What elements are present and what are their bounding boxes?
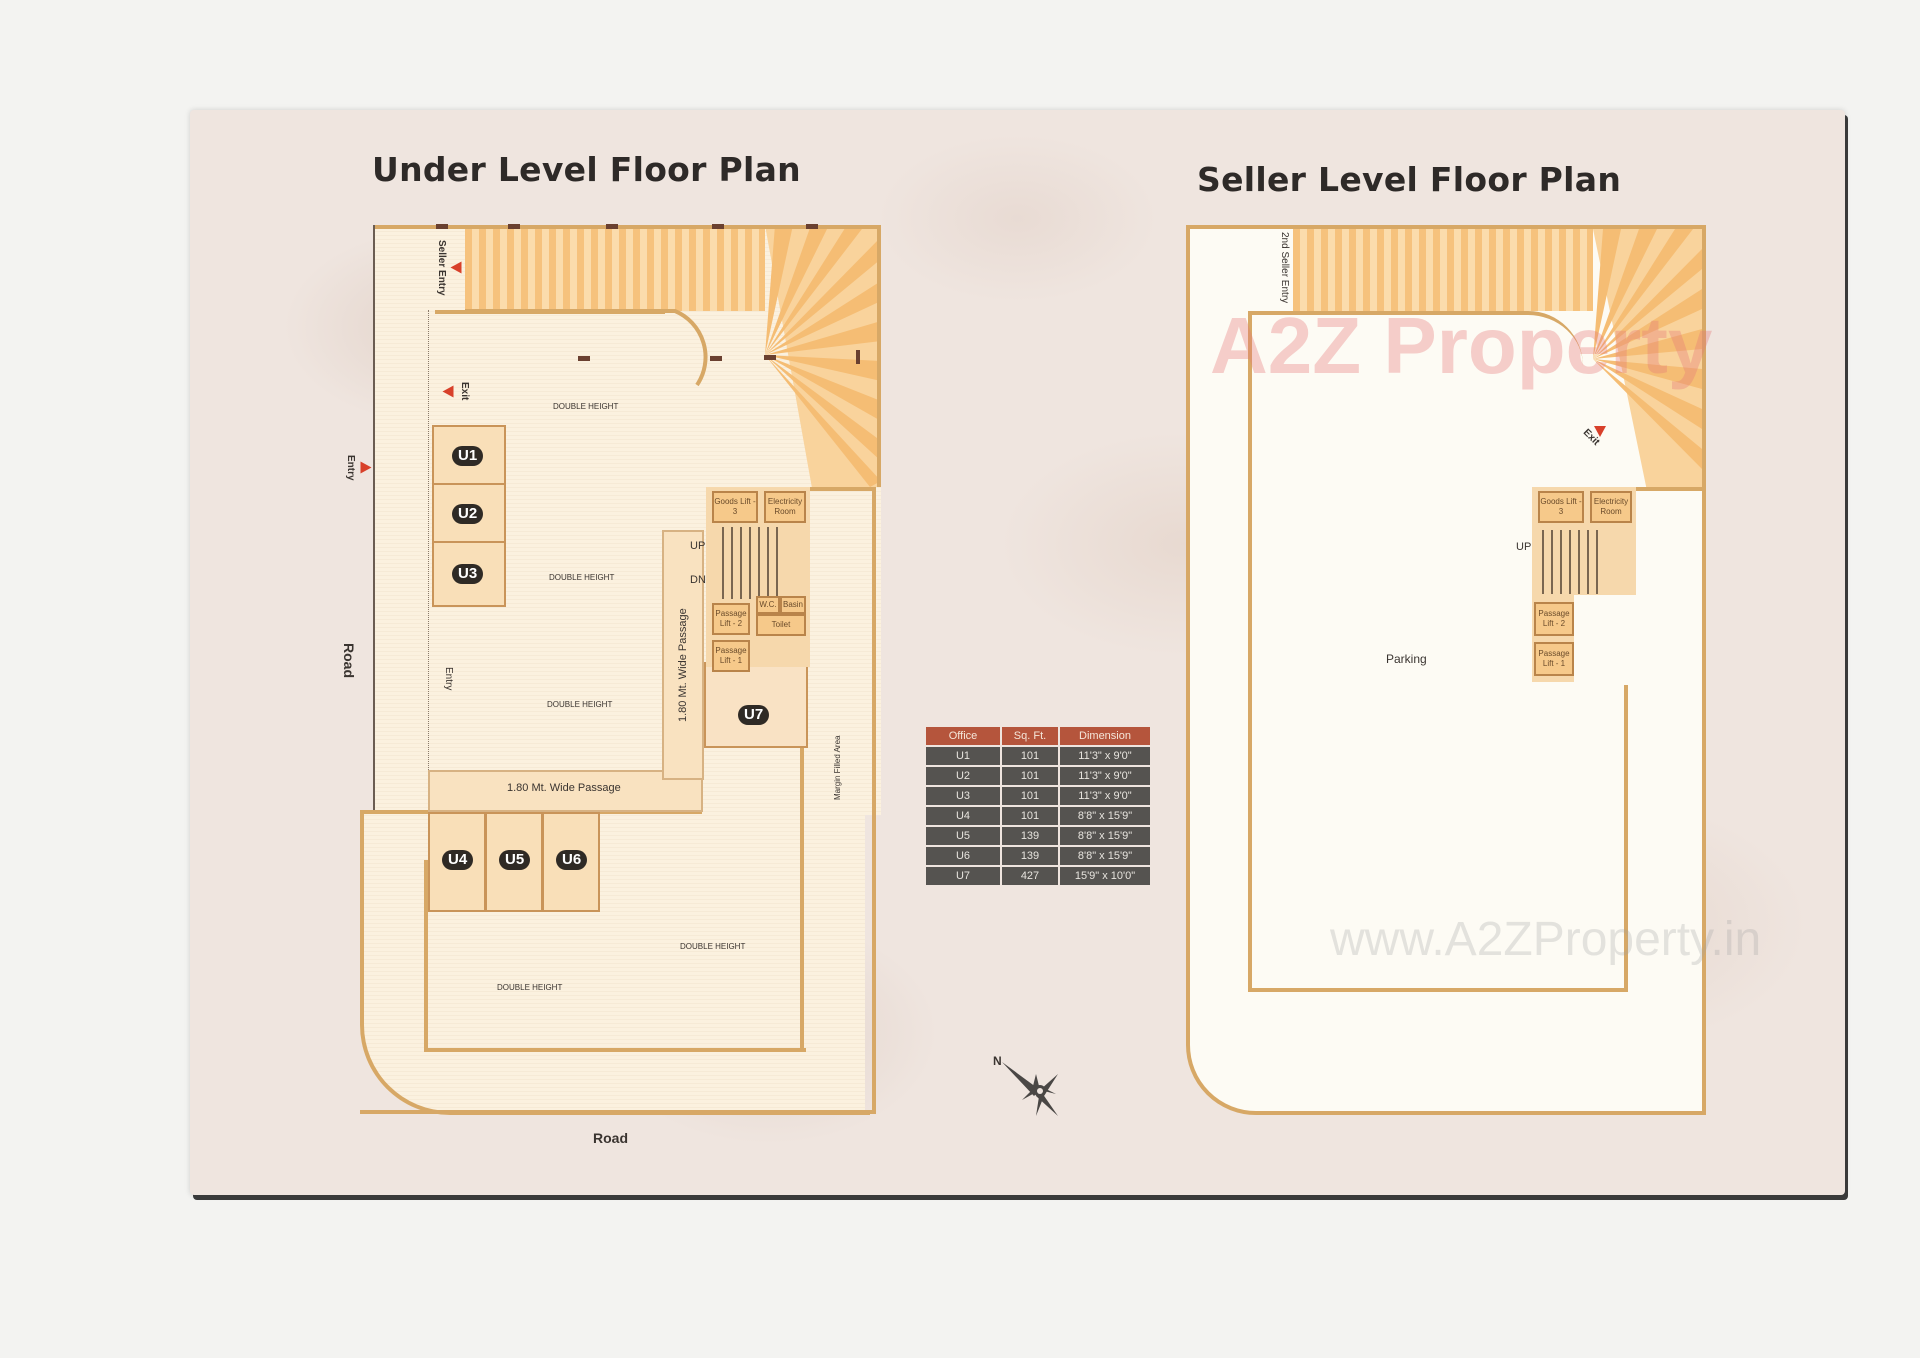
compass-north-label: N (993, 1054, 1002, 1068)
seller-up-label: UP (1516, 541, 1532, 553)
door-mark (712, 224, 724, 229)
watermark-logo: A2Z Property (1210, 301, 1713, 390)
seller-entry-arrow-icon (450, 261, 462, 274)
door-mark (436, 224, 448, 229)
seller-exit-arrow-icon (1594, 426, 1606, 437)
basin: Basin (780, 596, 806, 614)
seller-staircase (1542, 530, 1602, 594)
double-height-label: DOUBLE HEIGHT (497, 983, 563, 992)
seller-passage-lift-1: Passage Lift - 1 (1534, 642, 1574, 676)
wide-passage-label: 1.80 Mt. Wide Passage (507, 782, 621, 794)
goods-lift-3: Goods Lift - 3 (712, 491, 758, 523)
wc: W.C. (756, 596, 780, 614)
road-left-label: Road (341, 643, 357, 678)
second-seller-entry-label: 2nd Seller Entry (1279, 232, 1290, 304)
compass-rose-icon (1002, 1062, 1058, 1116)
door-mark (710, 356, 722, 361)
table-header-row: Office Sq. Ft. Dimension (926, 727, 1150, 745)
door-mark (806, 224, 818, 229)
entry-arrow-icon (360, 461, 372, 474)
parking-label: Parking (1386, 652, 1427, 666)
watermark-url: www.A2ZProperty.in (1330, 913, 1762, 966)
unit-badge-u7: U7 (738, 705, 770, 725)
double-height-label: DOUBLE HEIGHT (549, 573, 615, 582)
door-mark (856, 350, 860, 364)
exit-arrow-icon (442, 385, 454, 398)
unit-u3[interactable] (432, 541, 506, 607)
seller-entry-label: Seller Entry (436, 240, 447, 296)
seller-level-title: Seller Level Floor Plan (1197, 160, 1622, 199)
horizontal-passage (428, 770, 703, 812)
passage-lift-1: Passage Lift - 1 (712, 640, 750, 672)
under-level-title: Under Level Floor Plan (372, 150, 801, 189)
wide-passage-vertical-label: 1.80 Mt. Wide Passage (677, 608, 689, 722)
seller-sunburst-fan (1293, 229, 1702, 489)
unit-badge-u1: U1 (452, 446, 484, 466)
toilet: Toilet (756, 614, 806, 636)
double-height-label: DOUBLE HEIGHT (680, 942, 746, 951)
up-label: UP (690, 540, 706, 552)
dn-label: DN (690, 574, 706, 586)
electricity-room: Electricity Room (764, 491, 806, 523)
entry-label: Entry (345, 455, 356, 481)
road-bottom-label: Road (593, 1130, 628, 1146)
staircase (722, 527, 780, 599)
seller-inner-area (1248, 311, 1583, 491)
seller-passage-lift-2: Passage Lift - 2 (1534, 602, 1574, 636)
double-height-label: DOUBLE HEIGHT (553, 402, 619, 411)
exit-label: Exit (459, 382, 470, 401)
unit-badge-u4: U4 (442, 850, 474, 870)
seller-electricity-room: Electricity Room (1590, 491, 1632, 523)
inner-entry-label: Entry (443, 667, 454, 691)
unit-badge-u5: U5 (499, 850, 531, 870)
margin-area-label: Margin Filled Area (833, 735, 842, 800)
seller-goods-lift-3: Goods Lift - 3 (1538, 491, 1584, 523)
door-mark (606, 224, 618, 229)
door-mark (764, 355, 776, 360)
vertical-passage (662, 530, 704, 780)
unit-badge-u6: U6 (556, 850, 588, 870)
door-mark (508, 224, 520, 229)
sunburst-fan (465, 225, 881, 487)
unit-badge-u3: U3 (452, 564, 484, 584)
door-mark (578, 356, 590, 361)
unit-badge-u2: U2 (452, 504, 484, 524)
passage-lift-2: Passage Lift - 2 (712, 603, 750, 635)
double-height-label: DOUBLE HEIGHT (547, 700, 613, 709)
